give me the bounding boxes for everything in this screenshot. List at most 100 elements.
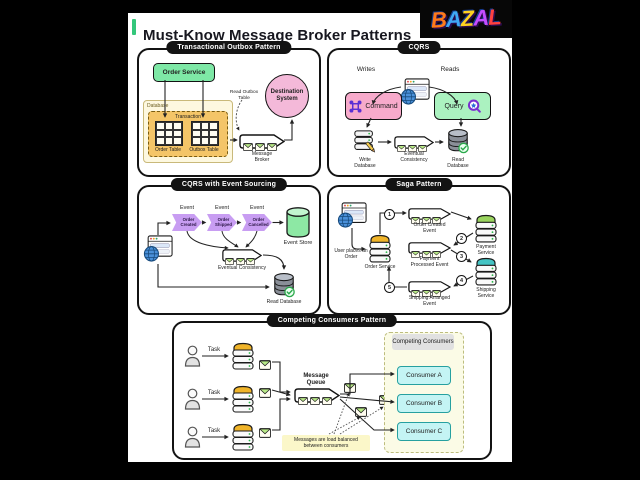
transaction-container: Transaction Order Table Outbox Table [148,111,228,157]
person-icon [184,345,201,367]
shipping-arranged-event-box [408,281,451,297]
panel-title-cqrs: CQRS [397,41,441,54]
envelope-icon [421,245,431,258]
person-icon [184,388,201,410]
producer-icon [231,423,255,451]
read-outbox-note: Read Outbox Table [229,90,259,101]
arrows-layer [157,220,287,290]
title-accent-bar [132,19,136,35]
envelope-icon [310,392,320,405]
order-service-label: Order Service [364,264,396,270]
envelope-icon [421,211,431,224]
transaction-label: Transaction [175,113,201,120]
envelope-icon [421,284,431,297]
envelope-icon [322,392,332,405]
envelope-icon [407,139,417,152]
person-icon [184,426,201,448]
read-database-label: Read Database [447,157,469,169]
arrows-layer [366,86,464,145]
payment-service-icon [474,214,498,243]
panel-title-competing: Competing Consumers Pattern [266,314,398,327]
event-store-label: Event Store [283,240,313,246]
message-queue-box [294,388,340,405]
envelope-icon [355,404,367,417]
producer-icon [231,342,255,370]
query-box: Query [434,92,491,120]
event-chevron-order-shipped: Order Shipped [207,214,237,231]
event-label: Event [249,205,265,211]
reads-label: Reads [440,66,460,73]
panel-saga: Saga Pattern User places an Order Order … [327,178,511,315]
event-label: Event [179,205,195,211]
producer-icon [231,385,255,413]
database-label: Database [147,103,169,109]
event-chevron-order-created: Order Created [172,214,202,231]
envelope-icon [432,211,441,224]
competing-consumers-group-label: Competing Consumers [392,334,454,350]
envelope-icon [418,139,427,152]
task-label: Task [207,428,221,434]
message-broker-box [239,134,285,151]
order-table-label: Order Table [154,147,182,153]
destination-system-circle: Destination System [265,74,309,118]
payment-processed-event-label: Payment Processed Event [410,256,449,268]
envelope-icon [259,357,271,370]
consumer-b-box: Consumer B [397,394,451,413]
order-table-grid [155,121,183,146]
arrows-layer [202,353,395,440]
diagram-canvas: Must-Know Message Broker Patterns Transa… [128,13,512,462]
read-database-icon [446,128,470,154]
channel-logo-text: BAZAL [430,4,502,33]
consumer-c-box: Consumer C [397,422,451,441]
envelope-icon [411,211,420,224]
step-1-badge: 1 [384,209,395,220]
task-label: Task [207,390,221,396]
eventual-consistency-label: Eventual Consistency [217,265,267,271]
message-broker-label: Message Broker [251,151,273,163]
read-database-icon [272,272,296,298]
write-database-icon [353,129,377,155]
load-balance-note: Messages are load balanced between consu… [282,435,370,451]
step-2-badge: 2 [456,233,467,244]
command-icon [349,99,362,113]
envelope-icon [298,392,308,405]
panel-transactional-outbox: Transactional Outbox Pattern Order Servi… [137,41,321,177]
envelope-icon [255,138,265,151]
step-3-badge: 3 [456,251,467,262]
eventual-consistency-box [222,249,262,265]
browser-icon [337,202,367,228]
message-queue-label: Message Queue [303,373,329,387]
magnifier-icon [467,99,481,113]
panel-event-sourcing: CQRS with Event Sourcing Event Event Eve… [137,178,321,315]
order-created-event-label: Order Created Event [413,222,446,234]
panel-competing-consumers: Competing Consumers Pattern Task Task Ta… [172,314,492,460]
order-service-icon [368,234,392,263]
order-service-box: Order Service [153,63,215,82]
write-database-label: Write Database [354,157,376,169]
outbox-table-label: Outbox Table [189,147,219,153]
event-chevron-order-cancelled: Order Cancelled [242,214,272,231]
shipping-service-label: Shipping Service [476,287,496,299]
panel-title-event-sourcing: CQRS with Event Sourcing [170,178,288,191]
order-created-event-box [408,208,451,224]
task-label: Task [207,347,221,353]
envelope-icon [235,252,245,265]
writes-label: Writes [356,66,376,73]
envelope-icon [225,252,234,265]
event-label: Event [214,205,230,211]
browser-icon [400,78,430,105]
envelope-icon [259,425,271,438]
shipping-service-icon [474,257,498,286]
envelope-icon [259,385,271,398]
event-store-icon [285,206,311,238]
envelope-icon [432,284,441,297]
panel-cqrs: CQRS Writes Reads Command Query Write Da… [327,41,511,177]
browser-icon [143,235,173,262]
eventual-consistency-box [394,136,434,152]
arrows-layer [351,210,474,288]
command-label: Command [365,102,398,110]
page-title: Must-Know Message Broker Patterns [143,27,412,45]
step-5-badge: 5 [384,282,395,293]
envelope-icon [246,252,255,265]
